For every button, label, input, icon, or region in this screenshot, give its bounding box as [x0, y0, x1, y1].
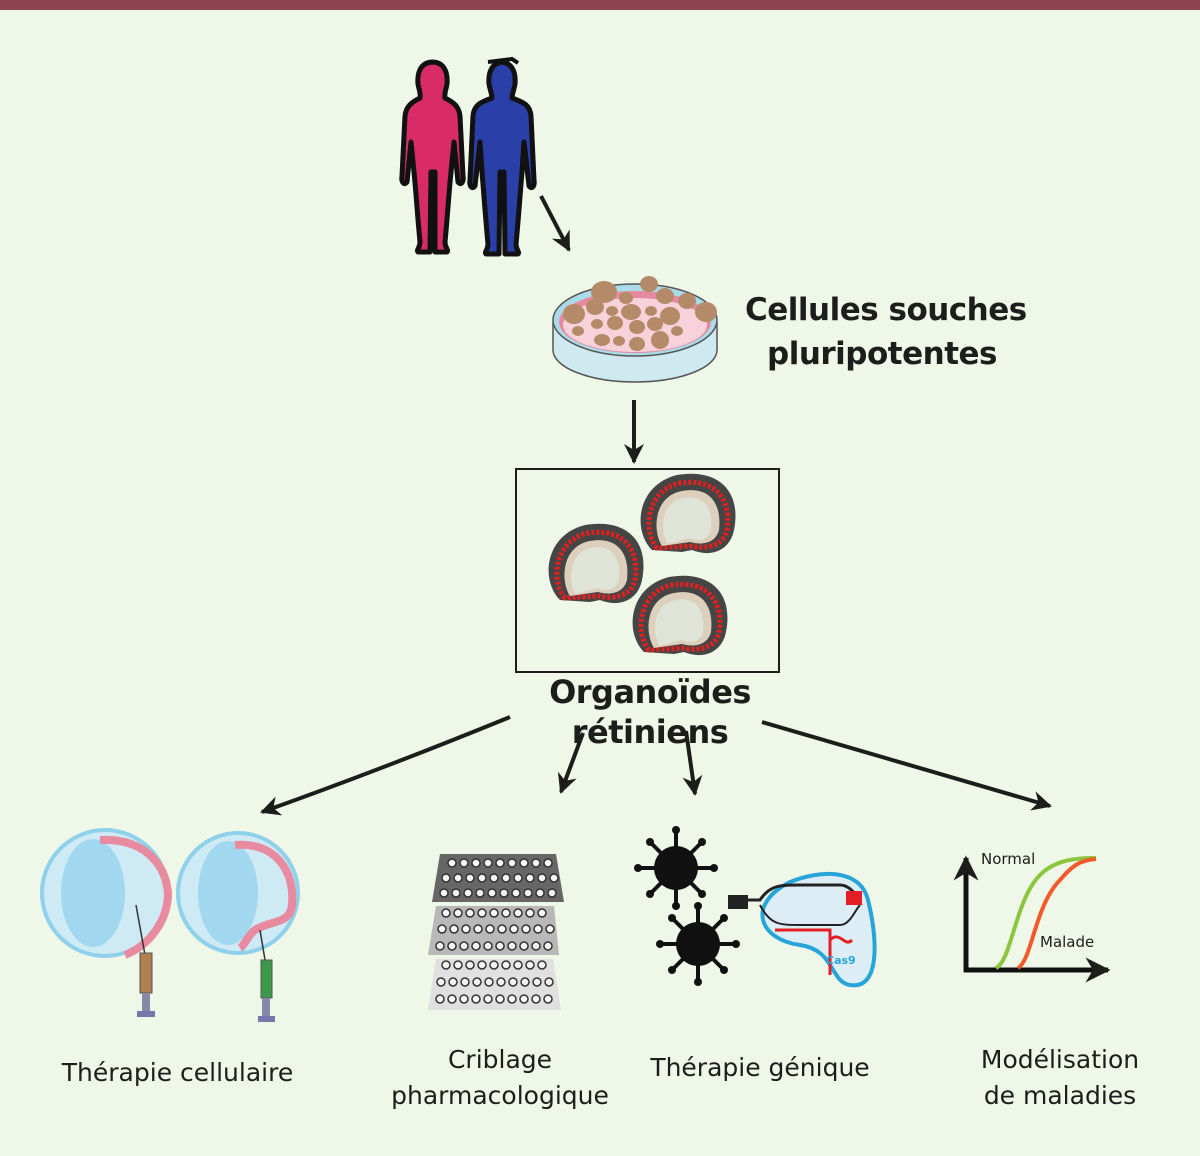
virus-icon	[634, 826, 718, 910]
eye-injection-icon	[40, 828, 300, 1022]
disease-modeling-label: Modélisation de maladies	[930, 1042, 1190, 1114]
disease-label: Malade	[1040, 933, 1094, 951]
arrow-to-disease-modeling	[761, 720, 1052, 811]
organoids-frame	[515, 468, 780, 673]
cas9-label: Cas9	[826, 954, 856, 967]
male-silhouette-icon	[467, 56, 537, 257]
virus-icon	[656, 902, 740, 986]
curve-graph-icon: Normal Malade	[953, 850, 1111, 983]
female-silhouette-icon	[399, 59, 466, 255]
disease-modeling-label-line1: Modélisation	[980, 1045, 1140, 1074]
drug-screening-label-line2: pharmacologique	[391, 1081, 609, 1110]
disease-curve	[1016, 857, 1097, 970]
retinal-organoids-icon	[548, 473, 736, 656]
organoids-label: Organoïdes rétiniens	[549, 673, 751, 751]
stem-cells-label: Cellules souches pluripotentes	[745, 288, 1027, 376]
normal-curve	[994, 856, 1097, 970]
arrow-to-cell-therapy	[260, 715, 511, 816]
virus-crispr-icon: Cas9	[634, 826, 877, 988]
stem-cells-label-line2: pluripotentes	[767, 336, 997, 372]
header-bar	[0, 0, 1200, 10]
disease-modeling-label-line2: de maladies	[983, 1081, 1137, 1110]
drug-screening-label: Criblage pharmacologique	[370, 1042, 630, 1114]
petri-dish-icon	[552, 276, 718, 383]
arrow-to-drug-screening	[557, 732, 585, 794]
gene-therapy-label: Thérapie génique	[650, 1053, 870, 1082]
stem-cells-label-line1: Cellules souches	[745, 292, 1027, 328]
drug-screening-label-line1: Criblage	[447, 1045, 553, 1074]
normal-label: Normal	[981, 850, 1035, 868]
cell-therapy-label: Thérapie cellulaire	[61, 1058, 294, 1087]
arrow-donors-to-stem-cells	[539, 195, 571, 252]
multiwell-plates-icon	[428, 854, 564, 1010]
arrow-to-gene-therapy	[682, 730, 703, 796]
